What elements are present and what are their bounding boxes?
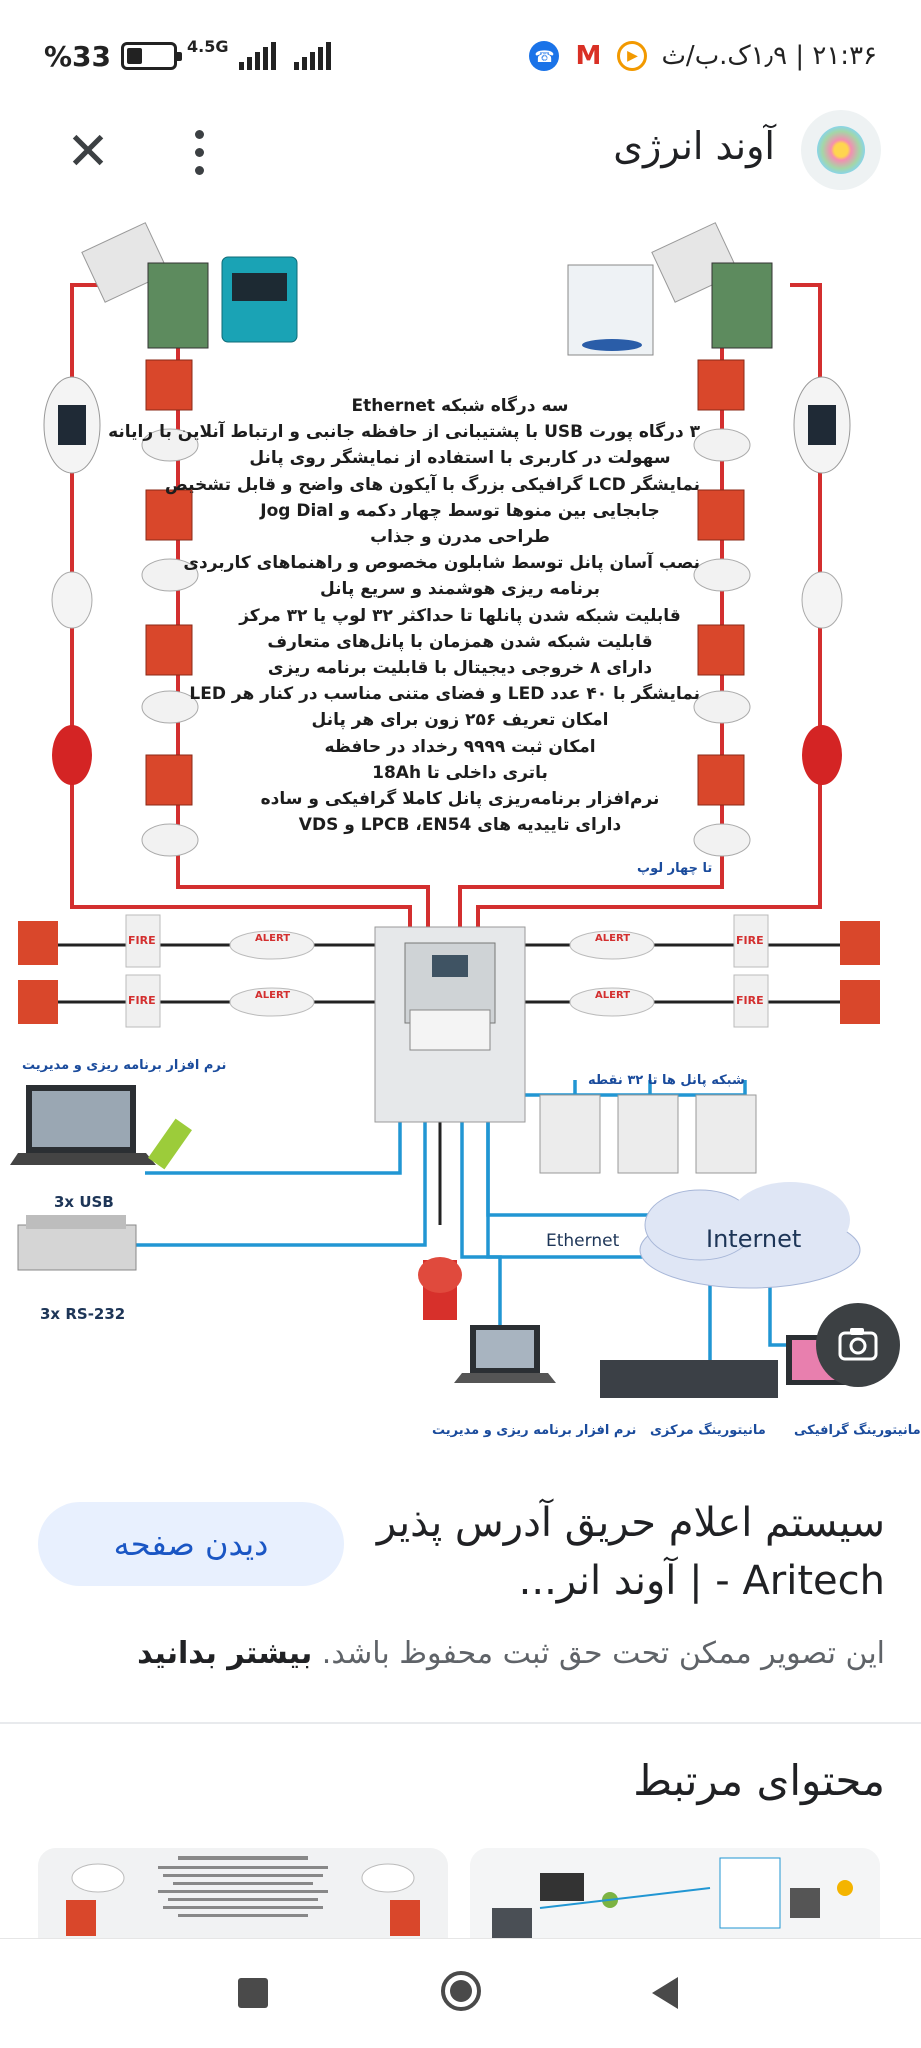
battery-fill — [127, 48, 143, 64]
row-devices — [18, 914, 880, 1028]
more-options-icon[interactable] — [176, 120, 222, 184]
network-type: 4.5G — [187, 36, 229, 56]
main-panel — [374, 926, 526, 1123]
signal-icon — [238, 42, 276, 70]
thumbnail-2-image — [470, 1848, 880, 1944]
related-thumbnail-2[interactable] — [470, 1848, 880, 1944]
signal-icon-2 — [293, 42, 331, 70]
left-devices — [43, 359, 199, 857]
learn-more-link[interactable]: بیشتر بدانید — [137, 1636, 313, 1671]
related-thumbnail-1[interactable] — [38, 1848, 448, 1944]
module-top-right — [567, 222, 773, 356]
network-panels — [539, 1094, 757, 1174]
system-nav-bar — [0, 1938, 921, 2048]
visit-page-button[interactable]: دیدن صفحه — [38, 1502, 344, 1586]
viewer-header: ✕ آوند انرژی — [0, 100, 921, 220]
site-logo[interactable] — [801, 110, 881, 190]
back-icon[interactable] — [652, 1977, 678, 2009]
gmail-icon: M — [573, 41, 604, 71]
divider — [0, 1722, 921, 1724]
lens-search-button[interactable] — [816, 1303, 900, 1387]
play-icon: ▶ — [617, 41, 648, 71]
phone-icon: ☎ — [529, 41, 560, 71]
close-icon[interactable]: ✕ — [66, 122, 110, 182]
copyright-text: این تصویر ممکن تحت حق ثبت محفوظ باشد. — [321, 1636, 885, 1671]
thumbnail-1-image — [38, 1848, 448, 1944]
module-top-left — [81, 222, 298, 349]
laptop-left — [10, 1085, 192, 1170]
bottom-devices — [454, 1325, 856, 1398]
lens-icon — [838, 1328, 878, 1361]
status-time: ۲۱:۳۶ | ۱٫۹ک.ب/ث — [661, 41, 877, 71]
result-title[interactable]: سیستم اعلام حریق آدرس پذیر Aritech - | آ… — [376, 1500, 885, 1604]
recents-icon[interactable] — [238, 1978, 268, 2008]
battery-icon — [121, 42, 183, 70]
home-icon[interactable] — [441, 1971, 481, 2011]
battery-percent: %33 — [44, 39, 112, 73]
status-bar: %33 4.5G ☎ M ▶ ۲۱:۳۶ | ۱٫۹ک.ب/ث — [0, 0, 921, 110]
red-loop-wires — [70, 283, 822, 935]
blue-wires — [135, 1080, 820, 1360]
related-title: محتوای مرتبط — [633, 1756, 885, 1805]
right-devices — [693, 359, 851, 857]
status-left: %33 4.5G — [44, 36, 331, 76]
internet-cloud — [639, 1182, 861, 1289]
printer — [17, 1215, 137, 1271]
copyright-notice: این تصویر ممکن تحت حق ثبت محفوظ باشد. بی… — [137, 1636, 885, 1671]
site-name[interactable]: آوند انرژی — [613, 124, 775, 168]
status-right: ☎ M ▶ ۲۱:۳۶ | ۱٫۹ک.ب/ث — [529, 36, 877, 76]
horizontal-lines — [40, 943, 880, 1225]
sounder — [418, 1257, 462, 1320]
fire-alarm-diagram — [10, 222, 880, 1398]
